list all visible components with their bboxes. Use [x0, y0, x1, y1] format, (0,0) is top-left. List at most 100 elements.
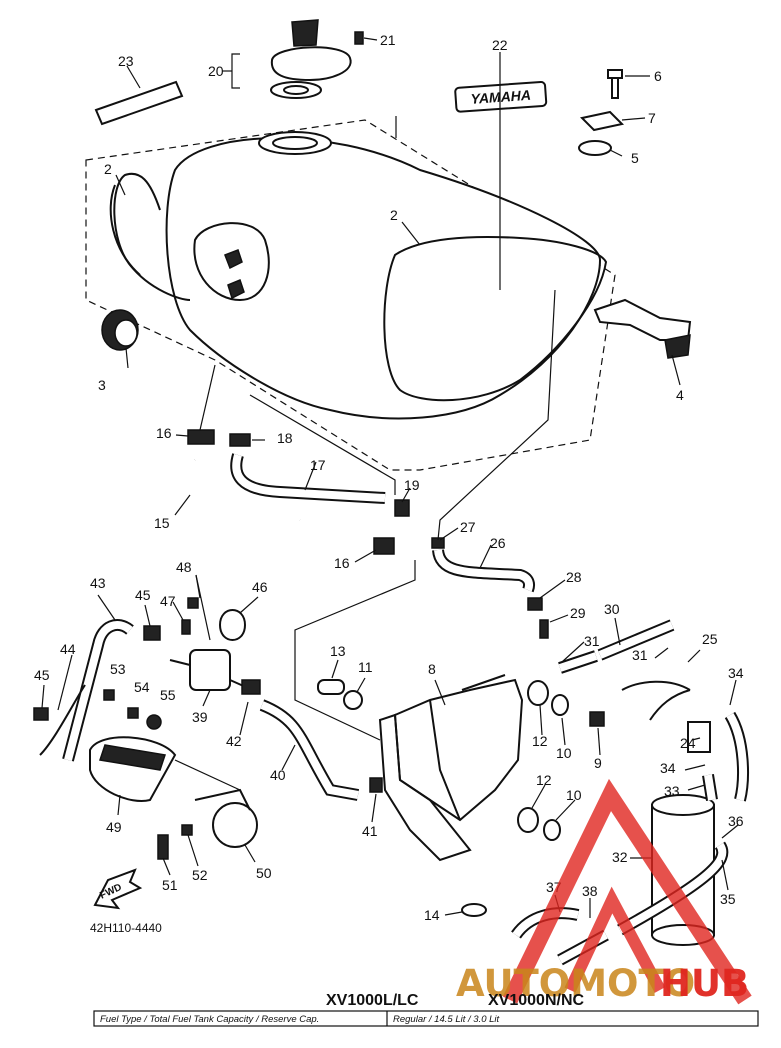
callout-34b: 34	[660, 760, 676, 776]
callout-53: 53	[110, 661, 126, 677]
callout-18: 18	[277, 430, 293, 446]
nut-48	[187, 597, 199, 609]
wire-44	[39, 684, 86, 756]
band-46	[218, 609, 247, 641]
grommet-12a	[527, 680, 549, 706]
callout-49: 49	[106, 819, 122, 835]
bolt-51	[157, 834, 169, 860]
grommet-12b	[517, 807, 539, 833]
yamaha-emblem: YAMAHA	[454, 80, 548, 113]
callout-41: 41	[362, 823, 378, 839]
callout-2b: 2	[390, 207, 398, 223]
callout-21: 21	[380, 32, 396, 48]
washer-52	[181, 824, 193, 836]
fuel-filter-39	[169, 649, 249, 691]
callout-54: 54	[134, 679, 150, 695]
damper-14	[461, 903, 487, 917]
bracket-plate	[579, 110, 625, 132]
callout-9: 9	[594, 755, 602, 771]
model-left: XV1000L/LC	[326, 992, 419, 1009]
canister-valve-24	[687, 721, 711, 753]
screw-53	[103, 689, 115, 701]
nut-55	[146, 714, 162, 730]
callout-36: 36	[728, 813, 744, 829]
fuel-cap	[270, 19, 352, 99]
callout-30: 30	[604, 601, 620, 617]
callout-28: 28	[566, 569, 582, 585]
callout-20: 20	[208, 63, 224, 79]
callout-4: 4	[676, 387, 684, 403]
callout-45a: 45	[135, 587, 151, 603]
callout-10b: 10	[566, 787, 582, 803]
hose-clip-16	[187, 429, 215, 445]
cap-screw	[354, 31, 364, 45]
callout-22: 22	[492, 37, 508, 53]
hose-clip-18	[229, 433, 251, 447]
callout-39: 39	[192, 709, 208, 725]
hose-43	[62, 619, 134, 762]
screw-29	[539, 619, 549, 639]
breather-hose-17	[230, 453, 386, 504]
callout-3: 3	[98, 377, 106, 393]
callout-47: 47	[160, 593, 176, 609]
breather-hose-15	[186, 458, 301, 524]
callout-6: 6	[654, 68, 662, 84]
callout-14: 14	[424, 907, 440, 923]
callout-5: 5	[631, 150, 639, 166]
callout-50: 50	[256, 865, 272, 881]
fuel-pump-49	[89, 736, 177, 802]
callout-12a: 12	[532, 733, 548, 749]
spec-value: Regular / 14.5 Lit / 3.0 Lit	[393, 1014, 500, 1025]
hose-clip-19	[394, 499, 410, 517]
pump-cover-50	[194, 788, 258, 848]
vent-hose-31	[558, 650, 598, 674]
callout-7: 7	[648, 110, 656, 126]
callout-15: 15	[154, 515, 170, 531]
callout-23: 23	[118, 53, 134, 69]
callout-33: 33	[664, 783, 680, 799]
callout-13: 13	[330, 643, 346, 659]
callout-29: 29	[570, 605, 586, 621]
spec-table: Fuel Type / Total Fuel Tank Capacity / R…	[93, 1010, 759, 1027]
washer-10a	[551, 694, 569, 716]
watermark-text-1: AUTOMOTO	[456, 962, 695, 1005]
callout-25: 25	[702, 631, 718, 647]
screw-47	[181, 619, 191, 635]
hose-34	[724, 711, 749, 802]
callout-17: 17	[310, 457, 326, 473]
tank-damper	[101, 309, 139, 351]
callout-31b: 31	[632, 647, 648, 663]
callout-27: 27	[460, 519, 476, 535]
callout-51: 51	[162, 877, 178, 893]
callout-labels: 2 2 3 4 5 6 7 8 9 10 10 11 12 12 13 14 1…	[34, 32, 744, 923]
emblem-text: YAMAHA	[470, 87, 531, 107]
model-right: XV1000N/NC	[488, 992, 584, 1009]
route-line-c	[437, 289, 556, 541]
callout-55: 55	[160, 687, 176, 703]
callout-35: 35	[720, 891, 736, 907]
callout-44: 44	[60, 641, 76, 657]
assembly-frame	[85, 119, 616, 471]
canister-bracket	[621, 680, 691, 721]
watermark-text-2: HUB	[660, 962, 749, 1005]
callout-52: 52	[192, 867, 208, 883]
callout-26: 26	[490, 535, 506, 551]
route-line-a	[199, 364, 216, 431]
badge-strip	[94, 80, 184, 126]
clip-41	[369, 777, 383, 793]
callout-38: 38	[582, 883, 598, 899]
callout-32: 32	[612, 849, 628, 865]
collar-13	[317, 679, 345, 695]
spec-label: Fuel Type / Total Fuel Tank Capacity / R…	[100, 1014, 319, 1025]
bolt-9	[589, 711, 605, 727]
clip-42	[241, 679, 261, 695]
callout-31a: 31	[584, 633, 600, 649]
hose-35	[617, 841, 729, 936]
hose-clip-16b	[373, 537, 395, 555]
callout-12b: 12	[536, 772, 552, 788]
battery-box	[378, 674, 524, 862]
hose-33	[702, 774, 718, 801]
callout-48: 48	[176, 559, 192, 575]
callout-10a: 10	[556, 745, 572, 761]
